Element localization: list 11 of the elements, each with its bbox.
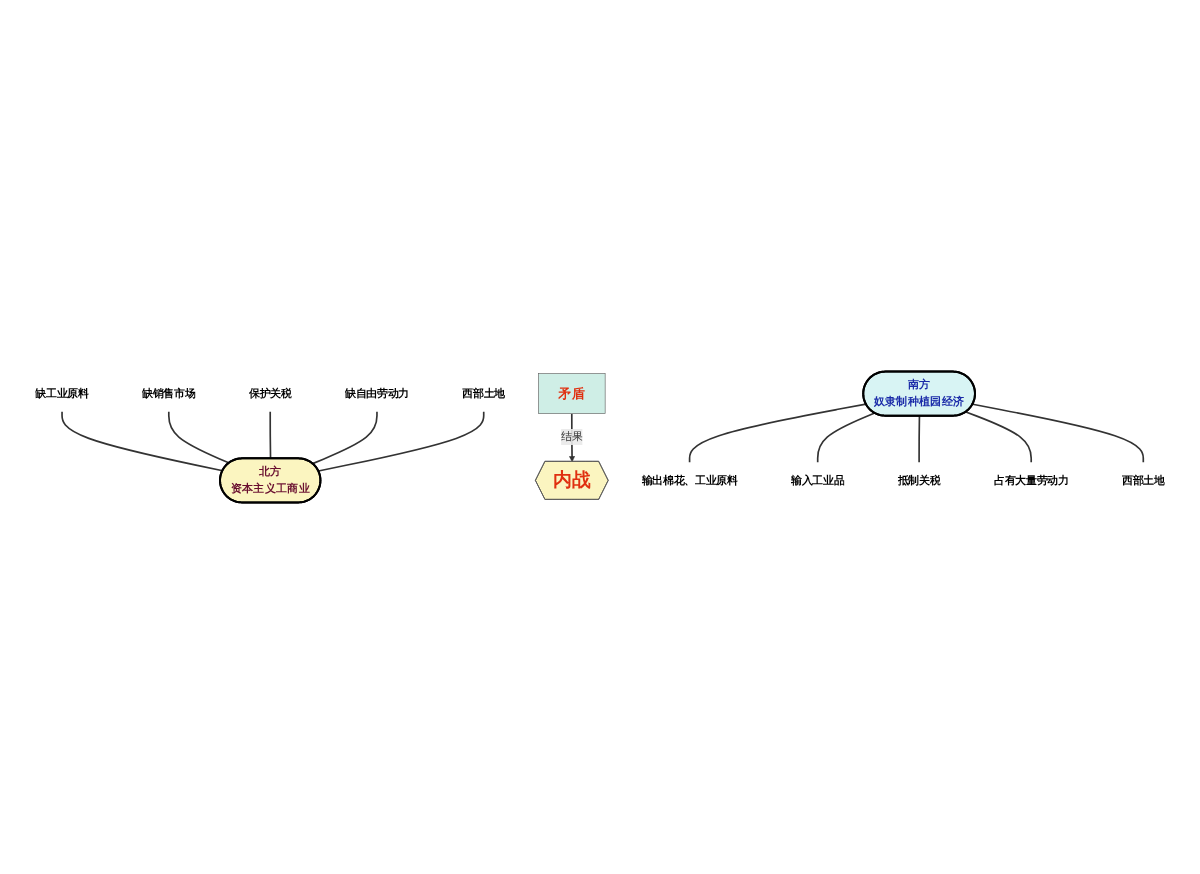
- connector: [971, 403, 1145, 464]
- connector: [167, 410, 231, 464]
- connector: [269, 410, 272, 460]
- connector: [688, 403, 867, 464]
- connector: [311, 410, 378, 465]
- connector: [61, 410, 224, 472]
- connector: [816, 412, 876, 464]
- connector: [965, 411, 1033, 464]
- connector: [918, 415, 921, 464]
- connector: [317, 410, 485, 472]
- arrow: [569, 412, 575, 462]
